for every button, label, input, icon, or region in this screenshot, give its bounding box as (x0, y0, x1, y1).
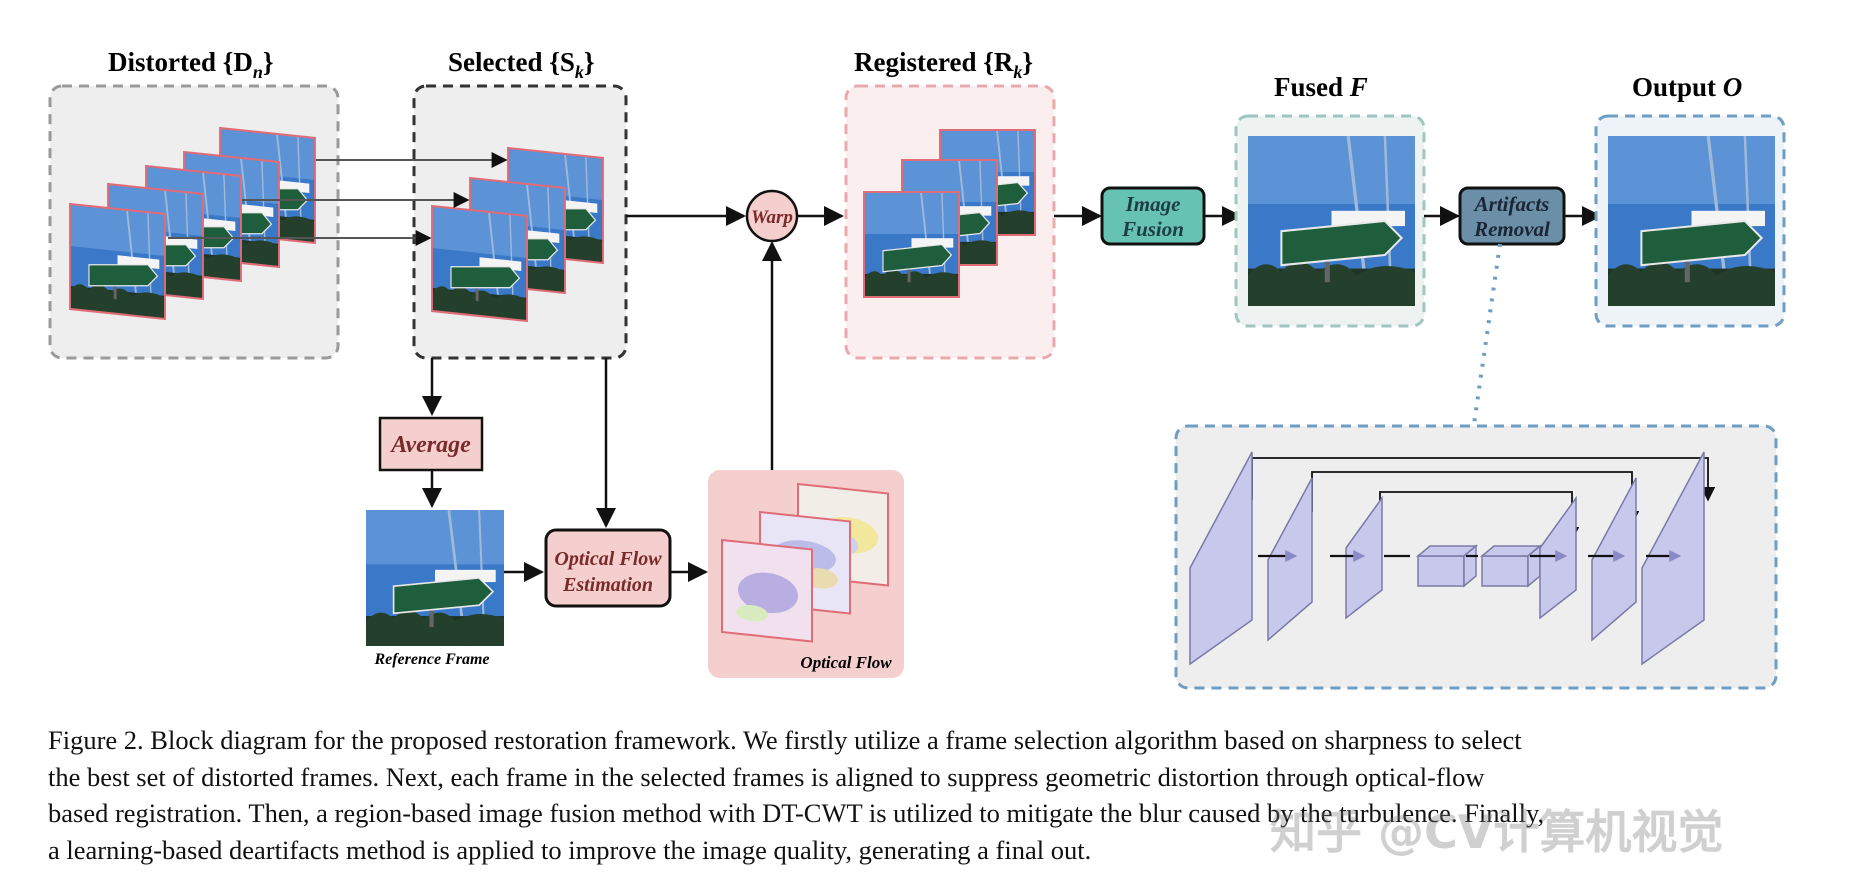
block-diagram: Distorted {Dn} Selected {Sk} Registered … (48, 47, 1786, 690)
distorted-frames (68, 126, 317, 321)
caption-line-1: Figure 2. Block diagram for the proposed… (48, 725, 1522, 755)
ofe-label-1: Optical Flow (554, 548, 662, 570)
stage-heading-distorted: Distorted {Dn} (108, 47, 274, 82)
svg-text:Distorted {Dn}: Distorted {Dn} (108, 47, 274, 82)
selection-arrows (168, 152, 508, 246)
registered-frames (862, 128, 1037, 299)
fused-image (1246, 134, 1417, 308)
reference-frame-image (364, 508, 506, 648)
stage-heading-fused: Fused F (1274, 72, 1368, 102)
stage-heading-selected: Selected {Sk} (448, 47, 595, 82)
selected-frames (430, 146, 605, 323)
image-fusion-label-1: Image (1125, 192, 1181, 216)
artifacts-label-2: Removal (1473, 217, 1550, 241)
svg-text:Selected {Sk}: Selected {Sk} (448, 47, 595, 82)
caption-line-2: the best set of distorted frames. Next, … (48, 761, 1485, 792)
warp-label: Warp (751, 207, 793, 228)
caption-line-4: a learning-based deartifacts method is a… (48, 834, 1092, 865)
image-fusion-label-2: Fusion (1121, 217, 1184, 241)
caption-line-3: based registration. Then, a region-based… (48, 798, 1545, 828)
figure-caption: Figure 2. Block diagram for the proposed… (48, 722, 1838, 868)
output-image (1606, 134, 1777, 308)
optical-flow-frames (721, 482, 889, 643)
svg-text:Registered {Rk}: Registered {Rk} (854, 47, 1033, 82)
optical-flow-estimation-block (544, 528, 672, 608)
artifacts-label-1: Artifacts (1473, 192, 1550, 216)
optical-flow-label: Optical Flow (800, 653, 892, 672)
stage-heading-output: Output O (1632, 72, 1742, 102)
svg-text:Fused F: Fused F (1274, 72, 1368, 102)
stage-heading-registered: Registered {Rk} (854, 47, 1033, 82)
ofe-label-2: Estimation (562, 574, 653, 596)
artifacts-to-network-dotted-link (1472, 243, 1502, 425)
watermark: 知乎 @CV计算机视觉 (1270, 805, 1724, 859)
svg-text:Output O: Output O (1632, 72, 1742, 102)
average-label: Average (389, 432, 471, 458)
reference-frame-label: Reference Frame (373, 651, 489, 668)
network-architecture (1189, 451, 1716, 666)
